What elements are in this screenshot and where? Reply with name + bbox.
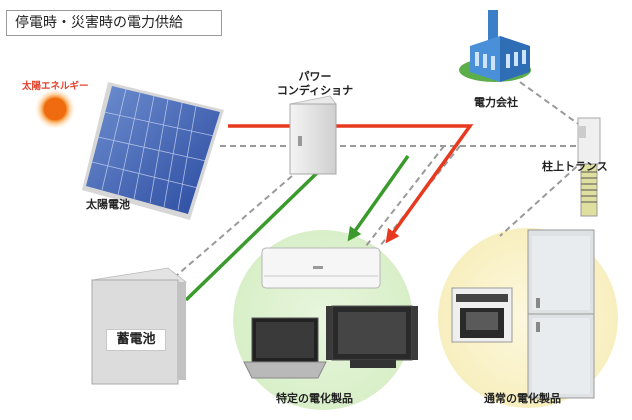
air-conditioner-icon	[261, 247, 381, 289]
specific-appliances-label: 特定の電化製品	[276, 392, 353, 405]
power-conditioner-icon	[289, 95, 337, 175]
power-company-label: 電力会社	[474, 96, 518, 109]
laptop-icon	[243, 317, 327, 379]
pole-transformer-label: 柱上トランス	[542, 160, 608, 173]
grid-dashed-lines	[175, 81, 585, 277]
tv-icon	[326, 305, 418, 368]
battery-power-line	[184, 154, 410, 302]
page-title: 停電時・災害時の電力供給	[6, 10, 222, 36]
solar-power-line	[228, 124, 474, 244]
power-plant-icon	[459, 10, 531, 82]
sun-core	[44, 98, 66, 120]
solar-energy-label: 太陽エネルギー	[22, 81, 89, 92]
power-conditioner-label-line2: コンディショナ	[276, 84, 354, 97]
solar-panel-icon	[82, 82, 224, 220]
solar-panel-label: 太陽電池	[86, 198, 130, 211]
storage-battery-label: 蓄電池	[106, 329, 166, 351]
power-conditioner-label-line1: パワー	[298, 70, 332, 83]
refrigerator-icon	[527, 229, 595, 399]
oven-icon	[451, 287, 513, 343]
pole-transformer-icon	[577, 117, 601, 217]
normal-appliances-label: 通常の電化製品	[484, 392, 561, 405]
storage-battery-icon	[91, 267, 187, 385]
